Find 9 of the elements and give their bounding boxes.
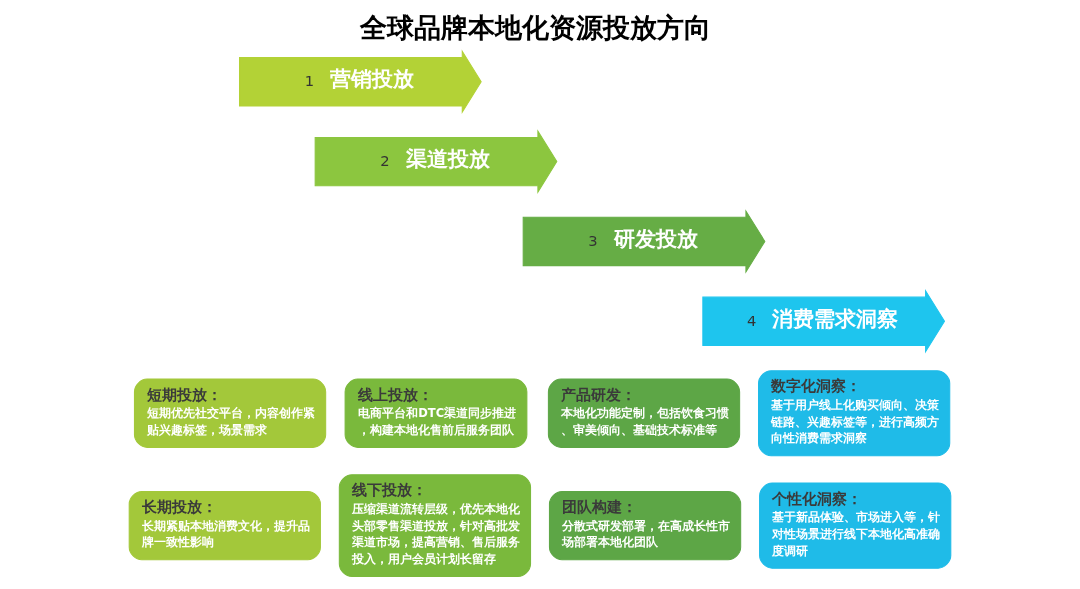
diagram-title: 全球品牌本地化资源投放方向 — [360, 12, 712, 44]
node-box: 团队构建： 分散式研发部署，在高成长性市场部署本地化团队 — [548, 490, 742, 561]
node-box: 短期投放： 短期优先社交平台，内容创作紧贴兴趣标签，场景需求 — [133, 378, 327, 448]
node-box: 个性化洞察： 基于新品体验、市场进入等，针对性场景进行线下本地化高准确度调研 — [759, 482, 952, 569]
node-box: 数字化洞察： 基于用户线上化购买倾向、决策链路、兴趣标签等，进行高频方向性消费需求洞察 — [758, 370, 951, 457]
node-box: 线上投放： 电商平台和DTC渠道同步推进，构建本地化售前后服务团队 — [344, 378, 528, 448]
node-box: 产品研发： 本地化功能定制，包括饮食习惯、审美倾向、基础技术标准等 — [547, 378, 741, 448]
node-box: 线下投放： 压缩渠道流转层级，优先本地化头部零售渠道投放，针对高批发渠道市场，提高营销、售后服务投入，用户会员计划长留存 — [338, 474, 532, 578]
node-box: 长期投放： 长期紧贴本地消费文化，提升品牌一致性影响 — [128, 490, 321, 561]
